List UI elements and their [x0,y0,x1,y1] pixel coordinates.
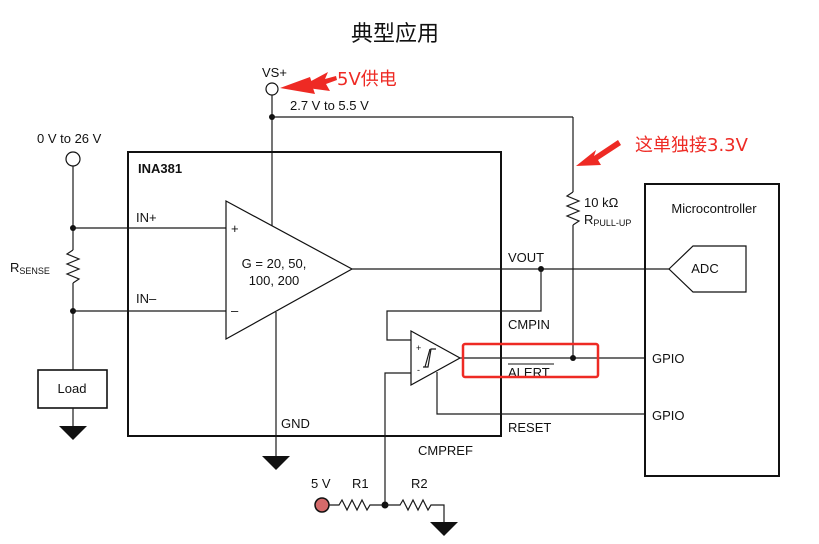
alert-highlight-box [461,342,600,379]
load-label: Load [58,381,87,396]
vs-range-label: 2.7 V to 5.5 V [290,98,369,113]
in-plus-label: IN+ [136,210,157,225]
rsense-resistor [65,249,81,284]
load-box [37,369,108,409]
reset-wire [436,372,645,415]
vs-label: VS+ [262,65,287,80]
ic-ground-icon [262,456,290,470]
comparator-triangle [410,329,462,387]
page-title: 典型应用 [351,22,439,47]
r1-label: R1 [352,476,369,491]
amp-plus-sign: + [231,221,239,236]
r2-label: R2 [411,476,428,491]
cmpref-label: CMPREF [418,443,473,458]
divider-source-label: 5 V [311,476,331,491]
vs-note: 5V供电 [337,69,397,90]
pullup-note: 这单独接3.3V [635,135,749,156]
ina381-box [127,151,502,437]
pullup-value: 10 kΩ [584,195,619,210]
vout-label: VOUT [508,250,544,265]
cmpin-wire [386,269,542,341]
alert-junction [570,355,576,361]
cmpin-label: CMPIN [508,317,550,332]
cmpref-wire [384,372,411,505]
pullup-resistor [565,191,581,226]
pullup-label: RPULL-UP [584,212,631,228]
vs-arrow-head [280,77,327,94]
mcu-box [644,183,780,477]
divider-source-terminal [314,497,330,513]
r1-resistor [329,498,385,512]
vs-terminal [265,82,279,96]
gpio2-label: GPIO [652,408,685,423]
gain-line1: G = 20, 50, [242,256,307,271]
reset-label: RESET [508,420,551,435]
gnd-label: GND [281,416,310,431]
adc-block [668,245,747,293]
rsense-label: RSENSE [10,260,50,276]
gpio1-label: GPIO [652,351,685,366]
cmp-plus-sign: + [416,343,421,353]
gain-line2: 100, 200 [249,273,300,288]
r2-resistor [385,498,445,522]
ic-name: INA381 [138,161,182,176]
hysteresis-icon-b [424,348,431,368]
amp-minus-sign: – [231,303,239,318]
divider-ground-icon [430,522,458,536]
bus-range-label: 0 V to 26 V [37,131,102,146]
in-minus-label: IN– [136,291,157,306]
cmp-minus-sign: - [417,365,420,375]
adc-label: ADC [691,261,718,276]
pullup-arrow-icon [576,140,621,166]
bus-terminal [65,151,81,167]
amplifier-triangle [225,199,354,341]
mcu-title: Microcontroller [671,201,757,216]
ground-icon [59,426,87,440]
